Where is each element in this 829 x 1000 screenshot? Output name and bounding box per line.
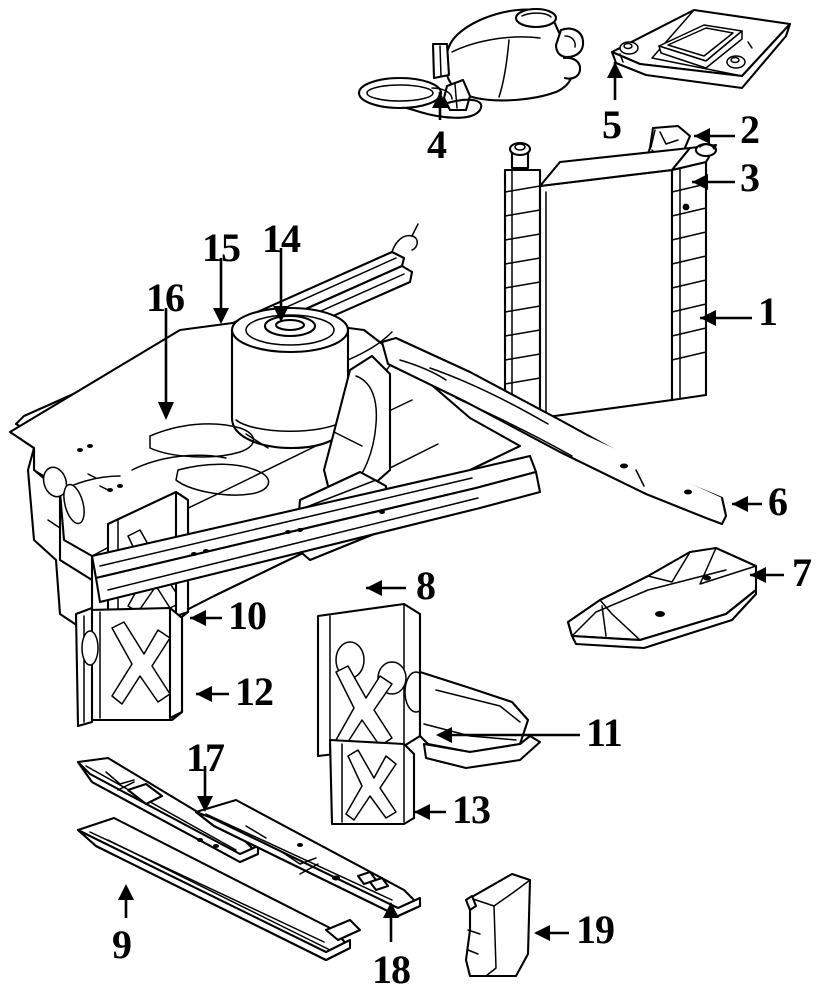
leader-2	[694, 128, 735, 144]
part-lower-support-11	[316, 602, 542, 826]
leader-16	[158, 308, 174, 420]
callout-8[interactable]: 8	[416, 563, 436, 608]
part-bumper-mount-bracket	[566, 546, 758, 650]
callout-7[interactable]: 7	[792, 550, 812, 595]
callout-3[interactable]: 3	[740, 155, 760, 200]
callout-1[interactable]: 1	[758, 289, 778, 334]
callout-13[interactable]: 13	[452, 787, 491, 832]
leader-17	[197, 766, 213, 812]
part-upper-tie-bar	[380, 336, 728, 526]
part-splash-shield	[464, 872, 532, 978]
leader-10	[190, 610, 222, 626]
part-frame-rail-left	[76, 816, 362, 962]
part-coolant-reservoir	[357, 7, 585, 119]
part-frame-rail-right	[194, 798, 422, 918]
callout-17[interactable]: 17	[186, 735, 225, 780]
leader-8	[366, 580, 406, 596]
part-support-bracket-12	[74, 606, 184, 728]
leader-7	[750, 567, 784, 583]
leader-4	[432, 92, 448, 120]
part-tie-bar-cover	[610, 8, 792, 90]
leader-5	[607, 62, 623, 100]
leader-12	[196, 686, 229, 702]
callout-6[interactable]: 6	[768, 479, 788, 524]
leader-3	[692, 174, 735, 190]
leader-15	[213, 258, 229, 324]
callout-4[interactable]: 4	[427, 122, 447, 167]
callout-18[interactable]: 18	[372, 947, 411, 992]
part-front-crossmember	[90, 454, 542, 604]
leader-1	[700, 310, 752, 326]
callout-14[interactable]: 14	[262, 216, 301, 261]
callout-11[interactable]: 11	[586, 710, 623, 755]
leader-11	[436, 727, 580, 743]
leader-14	[273, 248, 289, 322]
leader-9	[118, 884, 134, 918]
leader-18	[383, 902, 399, 942]
callout-15[interactable]: 15	[202, 225, 241, 270]
leader-6	[732, 496, 762, 512]
callout-5[interactable]: 5	[602, 102, 622, 147]
callout-9[interactable]: 9	[112, 922, 132, 967]
callout-16[interactable]: 16	[146, 275, 185, 320]
leader-lines	[118, 62, 784, 942]
callout-2[interactable]: 2	[740, 107, 760, 152]
callout-19[interactable]: 19	[576, 907, 615, 952]
leader-19	[534, 925, 569, 941]
callout-12[interactable]: 12	[235, 669, 274, 714]
part-frame-rail-reinforcement	[76, 756, 260, 864]
callout-10[interactable]: 10	[228, 593, 267, 638]
part-radiator	[503, 141, 718, 426]
leader-13	[414, 804, 446, 820]
